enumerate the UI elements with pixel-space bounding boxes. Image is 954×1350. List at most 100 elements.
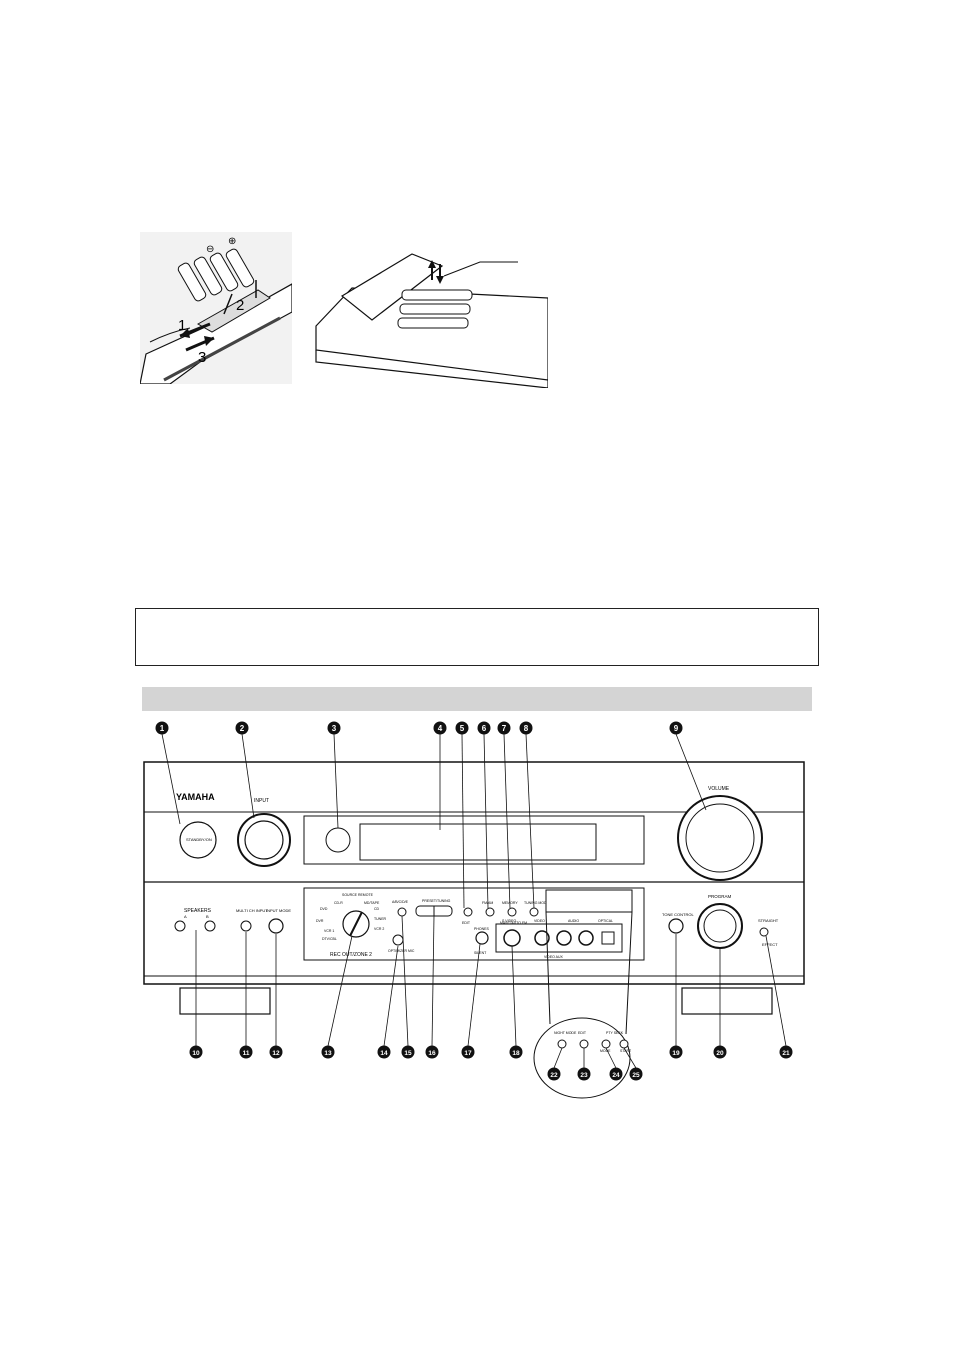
callout-number-13: 13 xyxy=(324,1050,332,1057)
eon-button[interactable] xyxy=(579,1039,589,1049)
speakers-b-button[interactable] xyxy=(204,920,216,932)
fm-am-button[interactable] xyxy=(485,907,495,917)
optical-jack[interactable] xyxy=(601,931,615,945)
callout-marker-8 xyxy=(519,721,533,735)
callout-number-22: 22 xyxy=(550,1072,558,1079)
input-mode-label: INPUT MODE xyxy=(266,908,291,913)
callout-number-4: 4 xyxy=(438,724,443,733)
cd-r-label: CD-R xyxy=(334,901,343,905)
dvr-label: DVR xyxy=(316,919,324,923)
phones-jack[interactable] xyxy=(475,931,489,945)
optimizer-mic-jack[interactable] xyxy=(392,934,404,946)
tone-control-button[interactable] xyxy=(668,918,684,934)
callout-leader-8 xyxy=(525,733,535,909)
callout-marker-17 xyxy=(461,1045,475,1059)
rec-out-label: REC OUT/ZONE 2 xyxy=(330,952,372,958)
program-label: PROGRAM xyxy=(708,894,732,899)
pty-seek-start-button[interactable] xyxy=(619,1039,629,1049)
night-mode-label: NIGHT MODE xyxy=(554,1031,577,1035)
callout-marker-7 xyxy=(497,721,511,735)
abcde-label: A/B/C/D/E xyxy=(392,900,409,904)
callout-marker-23 xyxy=(577,1067,591,1081)
callout-leader-22 xyxy=(553,1047,563,1069)
speakers-a-button[interactable] xyxy=(174,920,186,932)
manual-auto-fm-label: MAN'L/AUTO FM xyxy=(500,921,527,925)
dvd-label: DVD xyxy=(320,907,328,911)
memory-button[interactable] xyxy=(507,907,517,917)
callout-number-5: 5 xyxy=(460,724,465,733)
callout-leader-16 xyxy=(431,915,435,1047)
callout-marker-13 xyxy=(321,1045,335,1059)
edit-button[interactable] xyxy=(463,907,473,917)
abcde-button[interactable] xyxy=(397,907,407,917)
callout-marker-11 xyxy=(239,1045,253,1059)
left-foot xyxy=(179,987,271,1015)
callout-leader-15 xyxy=(401,915,409,1047)
video-jack[interactable] xyxy=(534,930,550,946)
callout-number-3: 3 xyxy=(332,724,337,733)
callout-marker-2 xyxy=(235,721,249,735)
effect-label: EFFECT xyxy=(762,942,778,947)
speakers-b-label: B xyxy=(206,914,209,919)
callout-number-24: 24 xyxy=(612,1072,620,1079)
vcr1-label: VCR 1 xyxy=(324,929,334,933)
callout-marker-14 xyxy=(377,1045,391,1059)
dtv-cbl-label: DTV/CBL xyxy=(322,937,337,941)
step-label-1: 1 xyxy=(178,317,186,334)
callout-marker-3 xyxy=(327,721,341,735)
callout-number-23: 23 xyxy=(580,1072,588,1079)
pty-seek-label: PTY SEEK xyxy=(606,1031,624,1035)
brand-logo-text: YAMAHA xyxy=(176,792,215,802)
tuner-label: TUNER xyxy=(374,917,387,921)
callout-leader-1 xyxy=(161,733,181,825)
silent-label: SILENT xyxy=(474,951,487,955)
callout-number-16: 16 xyxy=(428,1050,436,1057)
callout-number-7: 7 xyxy=(502,724,507,733)
step-label-3: 3 xyxy=(198,349,206,366)
front-panel-diagram: YAMAHA STANDBY/ON INPUT VOLUME SPEAKERS … xyxy=(143,721,805,1099)
callout-leader-14 xyxy=(383,945,399,1047)
callout-number-18: 18 xyxy=(512,1050,520,1057)
callout-marker-10 xyxy=(189,1045,203,1059)
standby-on-button[interactable] xyxy=(179,821,217,859)
pty-seek-mode-button[interactable] xyxy=(601,1039,611,1049)
front-panel-display xyxy=(359,823,597,861)
callout-leader-17 xyxy=(467,943,481,1047)
input-mode-button[interactable] xyxy=(268,918,284,934)
night-mode-button[interactable] xyxy=(557,1039,567,1049)
tone-control-label: TONE CONTROL xyxy=(662,912,694,917)
s-video-jack[interactable] xyxy=(503,929,521,947)
callout-marker-6 xyxy=(477,721,491,735)
md-tape-label: MD/TAPE xyxy=(364,901,380,905)
audio-l-jack[interactable] xyxy=(556,930,572,946)
multi-ch-input-button[interactable] xyxy=(240,920,252,932)
callout-number-11: 11 xyxy=(243,1050,250,1057)
tuning-mode-button[interactable] xyxy=(529,907,539,917)
multi-ch-label: MULTI CH INPUT xyxy=(236,908,268,913)
callout-marker-19 xyxy=(669,1045,683,1059)
sub-button-area xyxy=(545,889,633,913)
callout-number-8: 8 xyxy=(524,724,529,733)
tuning-mode-label: TUNING MODE xyxy=(524,901,550,905)
vcr2-label: VCR 2 xyxy=(374,927,384,931)
callout-number-15: 15 xyxy=(404,1050,412,1057)
optical-label: OPTICAL xyxy=(598,919,613,923)
s-video-label: S VIDEO xyxy=(502,919,516,923)
callout-leader-5 xyxy=(461,733,465,909)
callout-number-25: 25 xyxy=(632,1072,640,1079)
straight-button[interactable] xyxy=(759,927,769,937)
speakers-label: SPEAKERS xyxy=(184,908,212,914)
edit-sub-label: EDIT xyxy=(578,1031,587,1035)
callout-marker-20 xyxy=(713,1045,727,1059)
callout-marker-21 xyxy=(779,1045,793,1059)
callout-leader-25 xyxy=(623,1047,637,1069)
source-remote-label: SOURCE REMOTE xyxy=(342,893,374,897)
callout-leader-21 xyxy=(765,935,787,1047)
callout-leader-9 xyxy=(675,733,707,811)
note-frame xyxy=(135,608,819,666)
callout-leader-7 xyxy=(503,733,511,909)
audio-r-jack[interactable] xyxy=(578,930,594,946)
mode-label: MODE xyxy=(600,1049,611,1053)
zoom-circle xyxy=(533,1017,631,1099)
